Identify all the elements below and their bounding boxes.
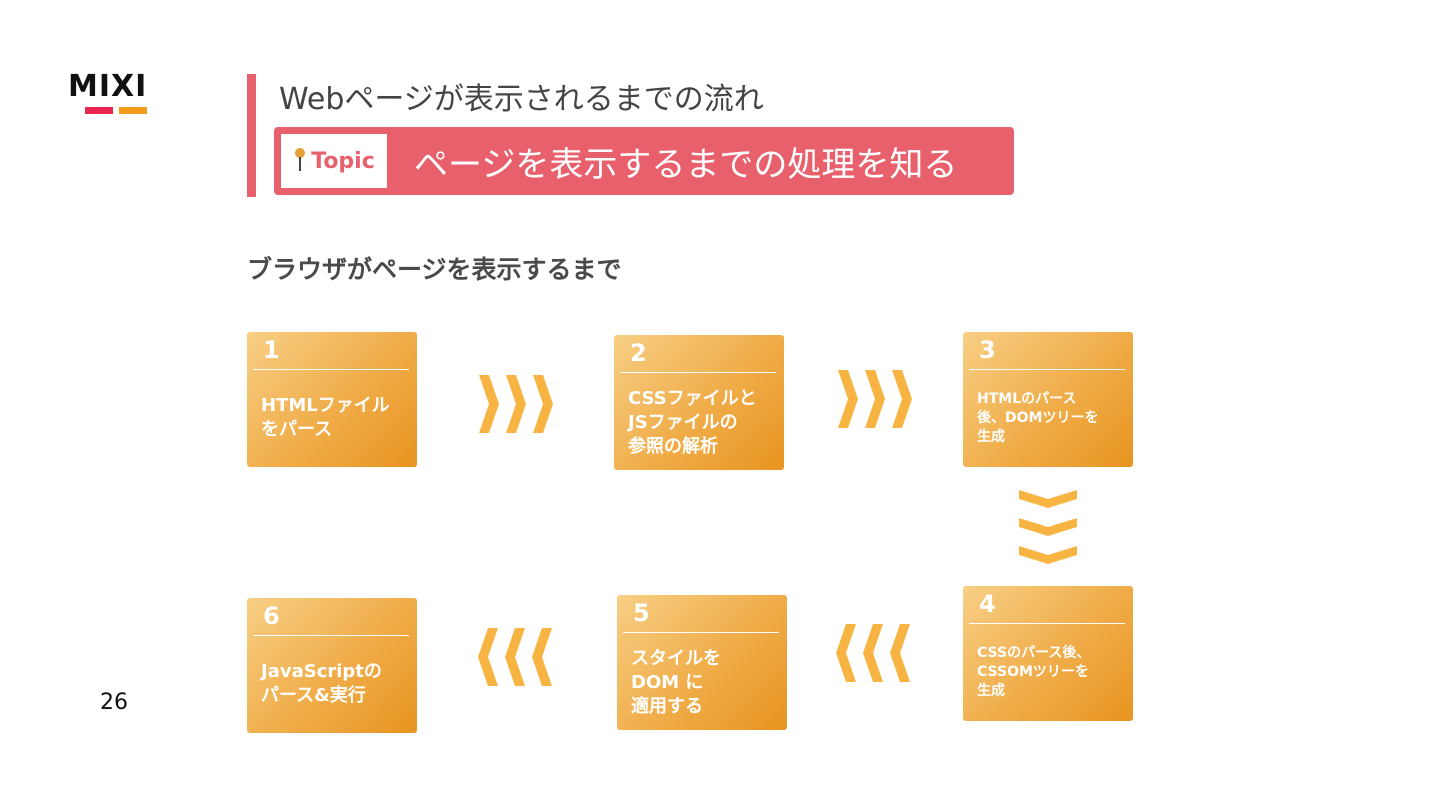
logo-bar-pink xyxy=(85,107,113,114)
step-number: 5 xyxy=(633,599,650,627)
step-text: HTMLのパース 後、DOMツリーを 生成 xyxy=(977,391,1099,445)
chevron-right-arrows-icon xyxy=(838,370,912,428)
step-box-1: 1 HTMLファイル をパース xyxy=(247,332,417,467)
header-accent-bar xyxy=(247,74,256,197)
step-divider xyxy=(620,372,776,373)
step-number: 4 xyxy=(979,590,996,618)
step-box-2: 2 CSSファイルと JSファイルの 参照の解析 xyxy=(614,335,784,470)
step-box-6: 6 JavaScriptの パース&実行 xyxy=(247,598,417,733)
step-divider xyxy=(623,632,779,633)
pin-icon xyxy=(293,148,307,174)
step-box-5: 5 スタイルを DOM に 適用する xyxy=(617,595,787,730)
step-text: JavaScriptの パース&実行 xyxy=(261,661,382,706)
logo-text: MIXI xyxy=(68,69,148,104)
step-text: HTMLファイル をパース xyxy=(261,395,390,440)
chevron-left-arrows-icon xyxy=(836,624,910,682)
mixi-logo: MIXI xyxy=(68,70,164,118)
step-text: CSSファイルと JSファイルの 参照の解析 xyxy=(628,388,757,457)
topic-tag: Topic xyxy=(281,134,387,188)
step-number: 3 xyxy=(979,336,996,364)
step-divider xyxy=(969,369,1125,370)
logo-bar-orange xyxy=(119,107,147,114)
step-divider xyxy=(969,623,1125,624)
slide-title: Webページが表示されるまでの流れ xyxy=(279,82,764,117)
chevron-left-arrows-icon xyxy=(478,628,552,686)
page-number: 26 xyxy=(100,690,128,715)
step-box-3: 3 HTMLのパース 後、DOMツリーを 生成 xyxy=(963,332,1133,467)
step-text: CSSのパース後、 CSSOMツリーを 生成 xyxy=(977,645,1091,699)
step-divider xyxy=(253,635,409,636)
chevron-down-arrows-icon xyxy=(1019,490,1077,564)
step-box-4: 4 CSSのパース後、 CSSOMツリーを 生成 xyxy=(963,586,1133,721)
step-divider xyxy=(253,369,409,370)
topic-label: Topic xyxy=(311,148,375,174)
step-text: スタイルを DOM に 適用する xyxy=(631,648,721,717)
chevron-right-arrows-icon xyxy=(479,375,553,433)
step-number: 6 xyxy=(263,602,280,630)
step-number: 2 xyxy=(630,339,647,367)
step-number: 1 xyxy=(263,336,280,364)
topic-banner: Topic ページを表示するまでの処理を知る xyxy=(274,127,1014,195)
topic-text: ページを表示するまでの処理を知る xyxy=(414,145,958,185)
section-subtitle: ブラウザがページを表示するまで xyxy=(247,255,622,284)
